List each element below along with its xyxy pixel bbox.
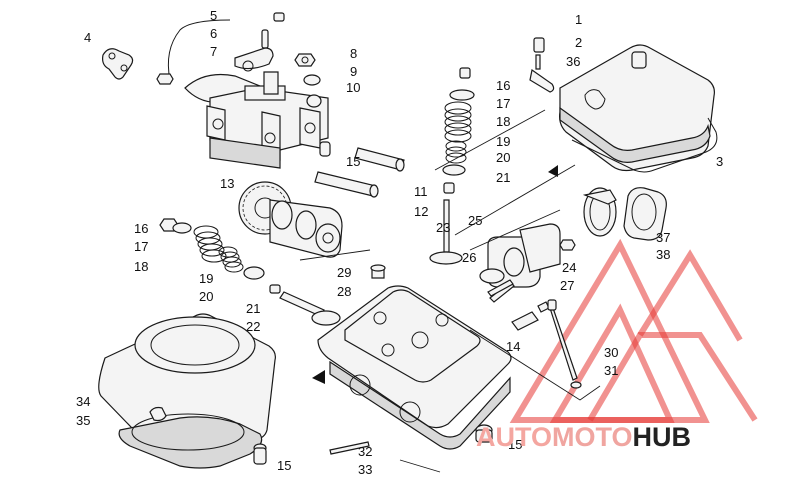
intake-manifold <box>479 223 576 303</box>
callout-c15b: 15 <box>277 458 291 473</box>
callout-c36: 36 <box>566 54 580 69</box>
rocker-arm-assembly <box>102 12 405 198</box>
callout-c30: 30 <box>604 345 618 360</box>
cylinder-block <box>98 313 493 469</box>
callout-c17b: 17 <box>134 239 148 254</box>
cylinder-head <box>312 264 582 455</box>
callout-c22: 22 <box>246 319 260 334</box>
callout-c16b: 16 <box>134 221 148 236</box>
right-valve-spring-stack <box>429 67 475 265</box>
part-14-spark-plug <box>511 311 539 331</box>
part-4-clip <box>102 48 134 80</box>
callout-c6: 6 <box>210 26 217 41</box>
watermark-word-auto: AUTO <box>476 422 552 452</box>
callout-c19b: 19 <box>199 271 213 286</box>
valve-cover-assembly <box>529 37 718 177</box>
callout-c21b: 21 <box>246 301 260 316</box>
callout-c35: 35 <box>76 413 90 428</box>
part-12-shaft <box>314 171 377 197</box>
callout-c4: 4 <box>84 30 91 45</box>
callout-c5: 5 <box>210 8 217 23</box>
callout-c15a: 15 <box>346 154 360 169</box>
part-10-bushing <box>306 94 322 108</box>
callout-c2: 2 <box>575 35 582 50</box>
callout-c14: 14 <box>506 339 520 354</box>
callout-c37: 37 <box>656 230 670 245</box>
callout-c26: 26 <box>462 250 476 265</box>
callout-c20b: 20 <box>199 289 213 304</box>
callout-c34: 34 <box>76 394 90 409</box>
callout-c31: 31 <box>604 363 618 378</box>
part-3-gasket <box>571 117 718 173</box>
direction-arrow-top <box>548 165 558 177</box>
callout-c18a: 18 <box>496 114 510 129</box>
callout-c21a: 21 <box>496 170 510 185</box>
callout-c8: 8 <box>350 46 357 61</box>
callout-c13: 13 <box>220 176 234 191</box>
callout-c38: 38 <box>656 247 670 262</box>
assembly-guides <box>299 109 601 473</box>
callout-c12: 12 <box>414 204 428 219</box>
callout-c33: 33 <box>358 462 372 477</box>
callout-c28: 28 <box>337 284 351 299</box>
svg-text:AUTOMOTOHUB: AUTOMOTOHUB <box>476 422 691 452</box>
part-36-bracket <box>529 68 555 93</box>
callout-c19a: 19 <box>496 134 510 149</box>
callout-c18b: 18 <box>134 259 148 274</box>
callout-c27: 27 <box>560 278 574 293</box>
part-9-washer <box>303 74 321 86</box>
callout-c10: 10 <box>346 80 360 95</box>
callout-c24: 24 <box>562 260 576 275</box>
direction-arrow-bottom <box>312 370 325 384</box>
left-valve-spring-stack <box>159 218 341 326</box>
callout-c23: 23 <box>436 220 450 235</box>
callout-c3: 3 <box>716 154 723 169</box>
callout-c7: 7 <box>210 44 217 59</box>
part-8-nut <box>294 53 316 67</box>
callout-c32: 32 <box>358 444 372 459</box>
callout-c29: 29 <box>337 265 351 280</box>
clamp-and-boot <box>582 187 667 241</box>
callout-c15c: 15 <box>508 437 522 452</box>
watermark-word-moto: MOTO <box>552 422 633 452</box>
watermark-word-hub: HUB <box>633 422 692 452</box>
callout-c11: 11 <box>414 184 428 199</box>
callout-c20a: 20 <box>496 150 510 165</box>
callout-c16a: 16 <box>496 78 510 93</box>
camshaft-assembly <box>238 181 343 258</box>
callout-c25: 25 <box>468 213 482 228</box>
callout-c1: 1 <box>575 12 582 27</box>
callout-c9: 9 <box>350 64 357 79</box>
callout-c17a: 17 <box>496 96 510 111</box>
watermark-logo <box>509 238 758 423</box>
